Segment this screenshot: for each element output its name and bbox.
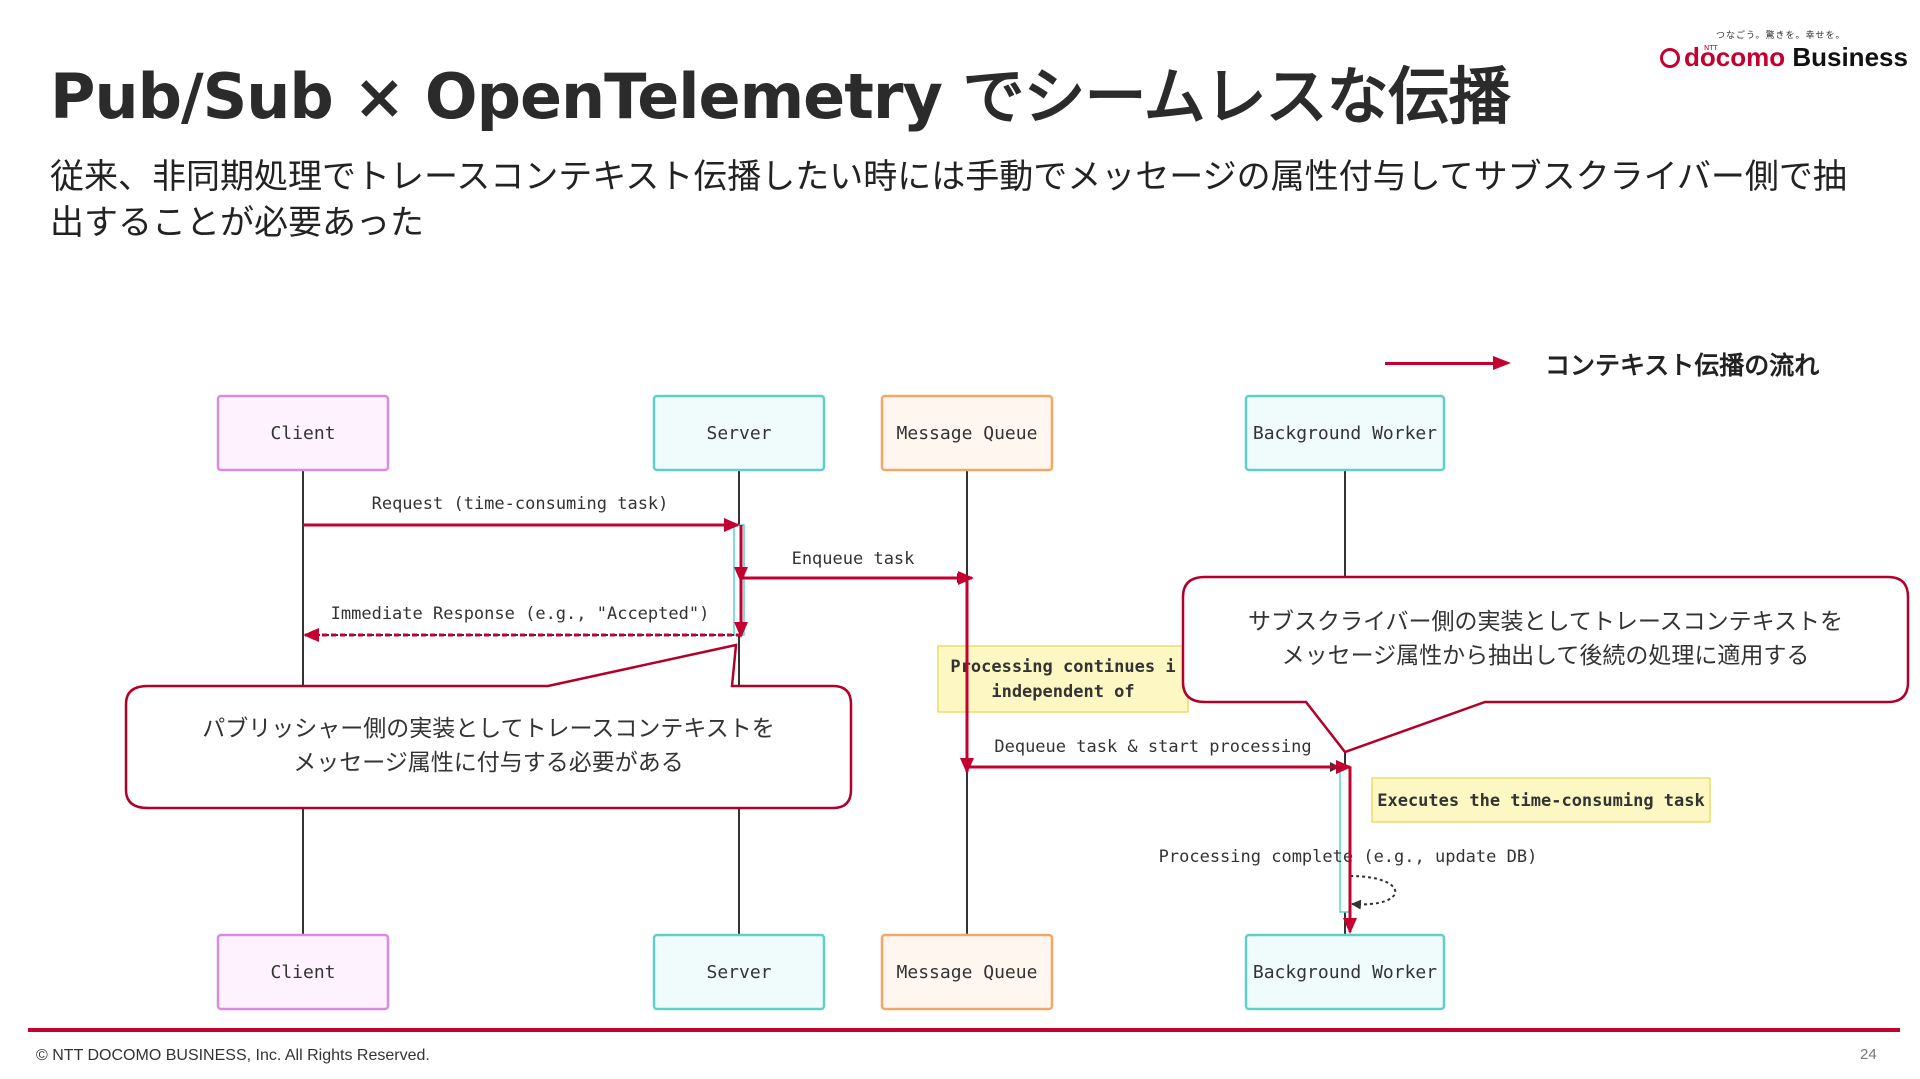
note-executes-task: Executes the time-consuming task <box>1371 777 1711 823</box>
legend-label: コンテキスト伝播の流れ <box>1545 351 1820 380</box>
participant-box <box>216 394 390 472</box>
slide-title: Pub/Sub × OpenTelemetry でシームレスな伝播 <box>50 60 1511 133</box>
footer-divider <box>28 1028 1900 1032</box>
legend-line <box>1385 362 1495 365</box>
note-line: Processing continues i <box>950 657 1175 677</box>
participant-box <box>1244 394 1446 472</box>
note-processing-continues: Processing continues i independent of <box>937 645 1189 713</box>
copyright: © NTT DOCOMO BUSINESS, Inc. All Rights R… <box>36 1047 430 1064</box>
legend-arrow-icon <box>1493 356 1511 370</box>
page-number: 24 <box>1860 1046 1877 1063</box>
subscriber-callout-text: サブスクライバー側の実装としてトレースコンテキストを メッセージ属性から抽出して… <box>1183 605 1908 673</box>
publisher-callout-text: パブリッシャー側の実装としてトレースコンテキストを メッセージ属性に付与する必要… <box>126 712 851 780</box>
participant-message-queue-top: Message Queue <box>880 394 1054 472</box>
message-label: Request (time-consuming task) <box>372 494 669 514</box>
participant-message-queue-bottom: Message Queue <box>880 933 1054 1011</box>
callout-line: サブスクライバー側の実装としてトレースコンテキストを <box>1247 609 1843 635</box>
message-label: Enqueue task <box>792 549 915 569</box>
note-box <box>937 645 1189 713</box>
docomo-business-logo: つなごう。驚きを。幸せを。 NTT docomo Business <box>1660 24 1908 86</box>
subscriber-callout-bubble <box>1181 575 1910 754</box>
participant-client-bottom: Client <box>216 933 390 1011</box>
logo-brand-business: Business <box>1792 42 1908 72</box>
logo-brand: docomo Business <box>1660 42 1908 73</box>
participant-label: Background Worker <box>1253 962 1437 983</box>
participant-label: Client <box>270 423 335 444</box>
participant-label: Server <box>706 962 771 983</box>
publisher-callout-bubble <box>124 643 853 810</box>
participant-server-top: Server <box>652 394 826 472</box>
participant-box <box>652 394 826 472</box>
participant-label: Background Worker <box>1253 423 1437 444</box>
callout-line: メッセージ属性に付与する必要がある <box>293 750 684 776</box>
note-line: independent of <box>991 682 1134 702</box>
participant-label: Message Queue <box>897 962 1038 983</box>
logo-tagline: つなごう。驚きを。幸せを。 <box>1716 31 1846 41</box>
message-request: Request (time-consuming task) <box>303 494 734 530</box>
participant-box <box>880 933 1054 1011</box>
docomo-mark-icon <box>1660 48 1680 68</box>
message-immediate-response: Immediate Response (e.g., "Accepted") <box>304 604 734 640</box>
message-dequeue: Dequeue task & start processing <box>967 737 1340 772</box>
message-label: Dequeue task & start processing <box>994 737 1311 757</box>
callout-line: パブリッシャー側の実装としてトレースコンテキストを <box>202 716 775 742</box>
participant-label: Message Queue <box>897 423 1038 444</box>
callout-line: メッセージ属性から抽出して後続の処理に適用する <box>1281 643 1810 669</box>
participant-box <box>216 933 390 1011</box>
note-line: Executes the time-consuming task <box>1377 791 1705 811</box>
logo-brand-docomo: docomo <box>1684 42 1786 72</box>
participant-box <box>652 933 826 1011</box>
context-propagation-flow <box>303 518 1357 934</box>
participant-background-worker-top: Background Worker <box>1244 394 1446 472</box>
message-enqueue: Enqueue task <box>744 549 967 583</box>
participant-background-worker-bottom: Background Worker <box>1244 933 1446 1011</box>
message-label: Immediate Response (e.g., "Accepted") <box>331 604 710 624</box>
participant-box <box>1244 933 1446 1011</box>
logo-ntt: NTT <box>1704 44 1718 52</box>
participant-server-bottom: Server <box>652 933 826 1011</box>
participant-label: Server <box>706 423 771 444</box>
participant-client-top: Client <box>216 394 390 472</box>
participant-label: Client <box>270 962 335 983</box>
message-label: Processing complete (e.g., update DB) <box>1159 847 1538 867</box>
note-box <box>1371 777 1711 823</box>
message-processing-complete: Processing complete (e.g., update DB) <box>1159 847 1538 910</box>
participant-box <box>880 394 1054 472</box>
slide-subtitle: 従来、非同期処理でトレースコンテキスト伝播したい時には手動でメッセージの属性付与… <box>50 157 1847 243</box>
